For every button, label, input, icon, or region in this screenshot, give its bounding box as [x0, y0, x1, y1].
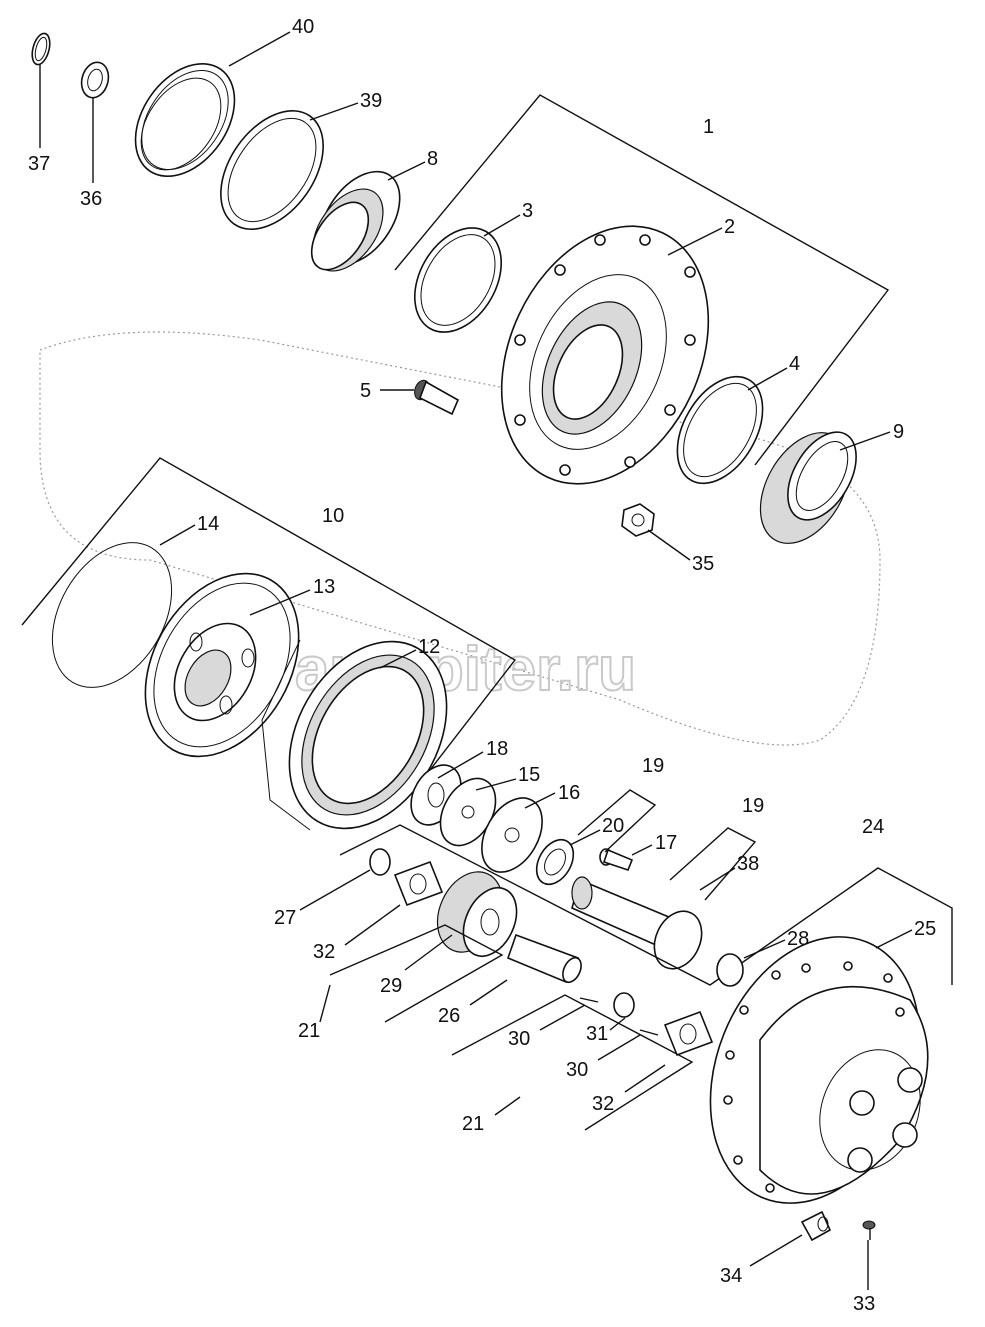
part-9-tapered-bearing	[759, 431, 857, 544]
callout-15: 15	[518, 764, 540, 786]
part-20-thrust-button	[535, 838, 575, 886]
callout-1: 1	[703, 116, 714, 138]
callout-16: 16	[558, 782, 580, 804]
part-34-plug	[800, 1210, 832, 1242]
callout-3: 3	[522, 200, 533, 222]
part-13-planet-carrier	[144, 572, 300, 758]
callout-29: 29	[380, 975, 402, 997]
callout-8: 8	[427, 148, 438, 170]
part-30-pin-upper	[579, 997, 599, 1003]
callout-4: 4	[789, 353, 800, 375]
callout-10: 10	[322, 505, 344, 527]
part-2-wheel-hub	[500, 225, 710, 485]
part-37-snap-ring	[31, 32, 51, 66]
part-40-seal	[134, 62, 236, 178]
callout-25: 25	[914, 918, 936, 940]
callout-37: 37	[28, 153, 50, 175]
part-32-thrust-plate-lower	[663, 1010, 714, 1057]
part-5-wheel-stud	[414, 379, 460, 416]
group-bracket-19-left	[577, 789, 657, 853]
callout-14: 14	[197, 513, 219, 535]
part-32-thrust-plate-upper	[393, 860, 444, 907]
callout-27: 27	[274, 907, 296, 929]
group-bracket-21-lower	[451, 994, 694, 1131]
part-25-carrier-housing	[709, 936, 929, 1204]
callout-21b: 21	[462, 1113, 484, 1135]
leader-lines	[39, 31, 913, 1290]
group-bracket-10	[21, 457, 517, 771]
part-30-pin-lower	[639, 1029, 659, 1036]
callout-21a: 21	[298, 1020, 320, 1042]
assembly-outline	[39, 331, 881, 746]
part-38-sun-gear-shaft	[571, 876, 703, 970]
callout-31: 31	[586, 1023, 608, 1045]
group-bracket-24	[339, 824, 953, 986]
callout-5: 5	[360, 380, 371, 402]
callout-36: 36	[80, 188, 102, 210]
callout-30a: 30	[508, 1028, 530, 1050]
part-16-plate	[481, 797, 543, 873]
part-36-washer	[80, 61, 110, 99]
part-3-bearing-cup	[413, 227, 503, 333]
callout-24: 24	[862, 816, 884, 838]
callout-9: 9	[893, 421, 904, 443]
callout-39: 39	[360, 90, 382, 112]
part-4-bearing-cup	[676, 375, 764, 485]
callout-33: 33	[853, 1293, 875, 1315]
callout-2: 2	[724, 216, 735, 238]
group-bracket-21-upper	[329, 924, 504, 1023]
callout-34: 34	[720, 1265, 742, 1287]
callout-40: 40	[292, 16, 314, 38]
part-26-planet-shaft	[506, 933, 582, 984]
part-28-plug	[716, 953, 744, 987]
callout-12: 12	[418, 636, 440, 658]
callout-30b: 30	[566, 1059, 588, 1081]
part-29-planet-gear	[436, 871, 518, 957]
callout-28: 28	[787, 928, 809, 950]
part-8-tapered-bearing	[310, 170, 401, 272]
callout-19a: 19	[642, 755, 664, 777]
part-35-nut	[621, 503, 655, 537]
callout-13: 13	[313, 576, 335, 598]
part-17-bolt	[599, 848, 634, 871]
callout-32b: 32	[592, 1093, 614, 1115]
part-33-screw	[862, 1220, 876, 1240]
callout-26: 26	[438, 1005, 460, 1027]
callout-17: 17	[655, 832, 677, 854]
callout-38: 38	[737, 853, 759, 875]
part-31-washer	[613, 992, 635, 1018]
callout-18: 18	[486, 738, 508, 760]
callout-32a: 32	[313, 941, 335, 963]
part-39-bearing-cup	[220, 110, 324, 230]
group-bracket-1	[394, 94, 890, 466]
part-27-thrust-washer	[369, 848, 391, 876]
callout-20: 20	[602, 815, 624, 837]
callout-35: 35	[692, 553, 714, 575]
part-12-ring-gear	[261, 639, 448, 831]
callout-19b: 19	[742, 795, 764, 817]
